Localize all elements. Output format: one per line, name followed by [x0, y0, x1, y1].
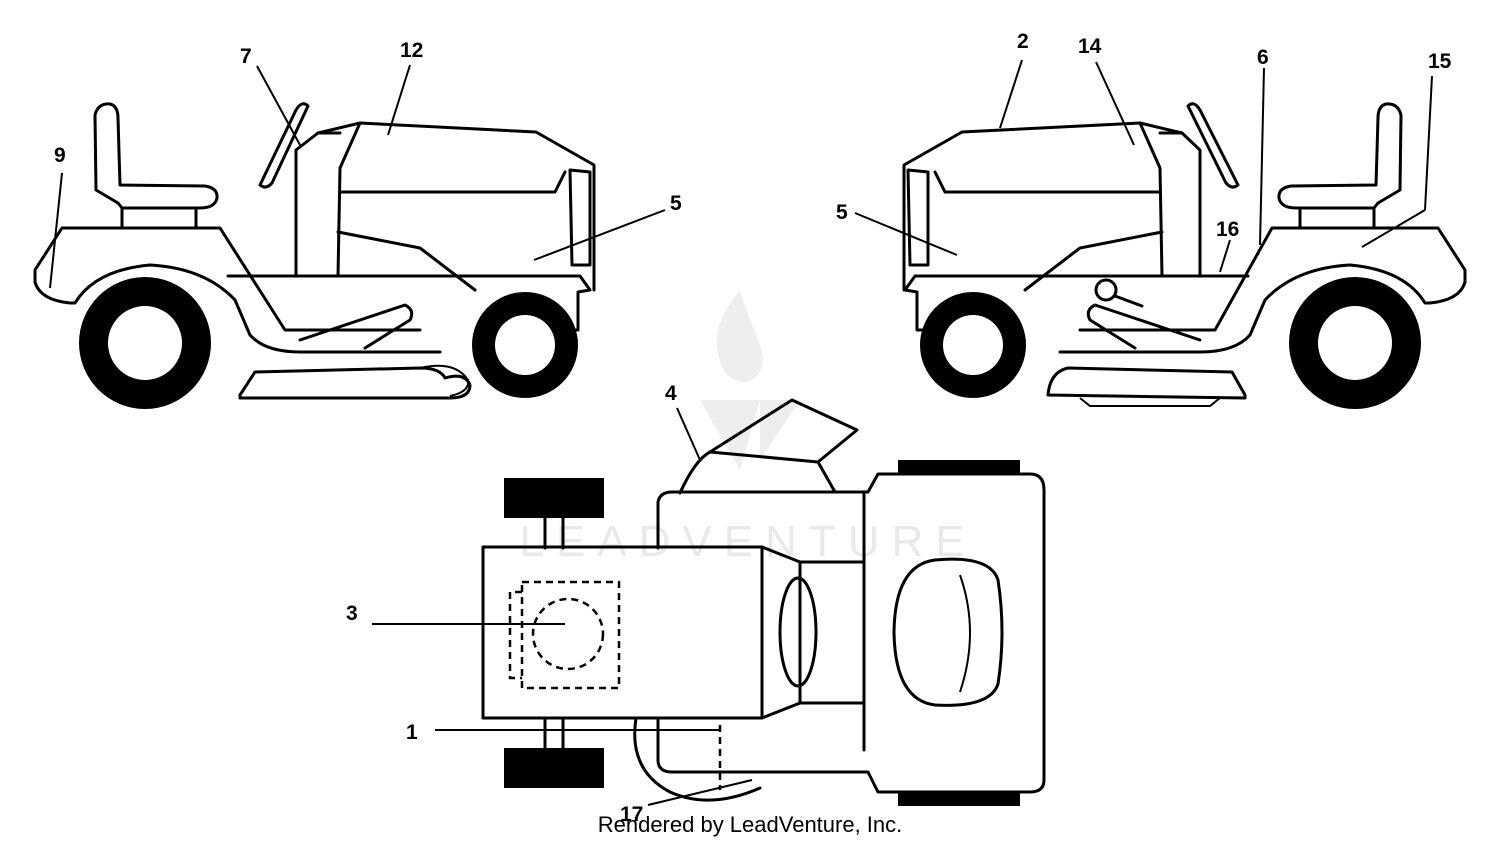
callout-2: 2: [1017, 30, 1029, 53]
front-axle: [543, 516, 565, 750]
callouts: 7 12 9 5 2 14 6 15 16 5 4 3 1 17: [54, 30, 1452, 826]
lift-lever: [1113, 294, 1144, 308]
deck-discharge: [419, 364, 470, 397]
seat-back-top: [959, 574, 971, 693]
top-view: [481, 398, 1046, 806]
deck-skirt: [1079, 397, 1221, 407]
callout-7: 7: [240, 45, 252, 68]
leader-15b: [1361, 209, 1426, 248]
callout-3: 3: [346, 602, 358, 625]
callout-15: 15: [1428, 50, 1452, 73]
leader-15: [1424, 75, 1433, 211]
hood-front-panel: [336, 121, 567, 278]
hood-top: [481, 545, 866, 720]
leader-5b: [854, 212, 958, 256]
deck-bottom-curve: [633, 716, 762, 802]
callout-5-right: 5: [836, 201, 848, 224]
fuel-cap: [1094, 278, 1118, 302]
rear-fender-lower: [33, 263, 442, 354]
watermark-flame-icon: [716, 290, 763, 382]
callout-4: 4: [665, 382, 677, 405]
discharge-chute: [678, 398, 859, 495]
front-tire-top: [504, 478, 604, 518]
rear-tire-bottom: [898, 792, 1020, 806]
footer-credit: Rendered by LeadVenture, Inc.: [597, 812, 903, 837]
callout-16: 16: [1216, 218, 1239, 241]
callout-12: 12: [400, 39, 423, 62]
footrest: [1086, 303, 1202, 350]
mower-deck: [1046, 366, 1247, 400]
chute-inner: [708, 450, 820, 464]
grille: [568, 168, 592, 267]
leader-5a: [533, 209, 666, 261]
leader-4: [676, 407, 701, 461]
steering-column: [294, 131, 342, 278]
leader-lines: [49, 59, 1433, 806]
leader-7: [256, 65, 301, 146]
leader-16: [1219, 239, 1231, 273]
watermark-text: LEADVENTURE: [519, 517, 976, 566]
leader-2: [999, 59, 1023, 129]
seat-base: [120, 206, 198, 230]
rear-fender: [33, 226, 422, 332]
leader-12: [387, 64, 411, 136]
hood-front-panel: [933, 121, 1164, 278]
leader-6: [1259, 67, 1265, 246]
rear-wheel-hub: [108, 306, 182, 380]
rear-tire-top: [898, 460, 1020, 474]
deck-outline: [656, 472, 1046, 794]
rear-fender-lower: [1058, 263, 1467, 354]
rear-wheel-hub: [1318, 306, 1392, 380]
callout-9: 9: [54, 144, 66, 167]
hood: [316, 121, 596, 292]
grille: [906, 168, 930, 267]
engine-side-dashed: [508, 590, 522, 680]
watermark: LEADVENTURE: [519, 290, 976, 566]
front-wheel-hub: [495, 315, 555, 375]
air-filter-outline: [531, 597, 605, 671]
dash-panel: [778, 576, 818, 688]
front-tire-bottom: [504, 748, 604, 788]
front-wheel-hub: [943, 315, 1003, 375]
steering-wheel: [258, 102, 310, 189]
callout-1: 1: [406, 721, 418, 744]
steering-column: [1158, 131, 1202, 278]
seat-top: [892, 557, 1004, 707]
seat-base: [1298, 206, 1376, 230]
seat: [93, 102, 219, 210]
engine-side: [1023, 230, 1164, 292]
leader-17: [647, 779, 753, 806]
callout-5-left: 5: [670, 192, 682, 215]
right-side-view: [902, 102, 1467, 409]
callout-17: 17: [620, 803, 643, 826]
callout-6: 6: [1257, 46, 1269, 69]
footrest: [298, 303, 414, 350]
steering-wheel: [1186, 102, 1240, 189]
watermark-v-icon: [700, 400, 800, 470]
callout-14: 14: [1078, 35, 1102, 58]
leader-14: [1095, 61, 1135, 146]
left-side-view: [33, 102, 596, 409]
mower-deck: [238, 366, 472, 400]
rear-fender: [1078, 226, 1467, 332]
hood: [902, 121, 1184, 292]
leader-9: [49, 172, 63, 289]
engine-outline: [520, 580, 621, 690]
seat: [1277, 102, 1403, 210]
engine-side: [336, 230, 477, 292]
